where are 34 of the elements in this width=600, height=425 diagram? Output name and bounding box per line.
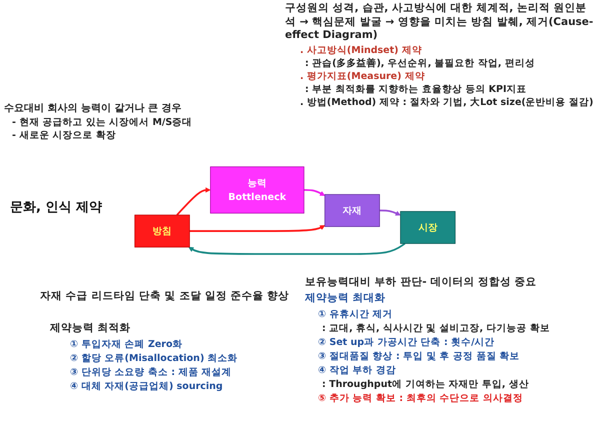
note-text: ① 유휴시간 제거: [318, 308, 394, 321]
node-box: 자재: [324, 194, 380, 227]
note-text: 제약능력 최대화: [305, 292, 387, 306]
arrow: [188, 242, 406, 254]
note-text: : Throughput에 기여하는 자재만 투입, 생산: [322, 378, 530, 391]
note-text: . 사고방식(Mindset) 제약: [300, 44, 423, 57]
note-text: ② 할당 오류(Misallocation) 최소화: [70, 352, 239, 365]
note-text: . 방법(Method) 제약 : 절차와 기법, 大Lot size(운반비용 절감): [300, 96, 594, 109]
note-text: - 현재 공급하고 있는 시장에서 M/S증대: [12, 116, 194, 129]
note-text: 제약능력 최적화: [50, 322, 132, 336]
note-text: 문화, 인식 제약: [10, 200, 103, 216]
note-text: 구성원의 성격, 습관, 사고방식에 대한 체계적, 논리적 원인분석 → 핵심문제 발굴 → 영향을 미치는 방침 발췌, 제거(Cause-effect Diagram): [285, 2, 594, 42]
note-text: ④ 작업 부하 경감: [318, 364, 397, 377]
note-text: 수요대비 회사의 능력이 같거나 큰 경우: [4, 102, 182, 115]
arrow: [380, 209, 401, 216]
note-text: : 부분 최적화를 지향하는 효율향상 등의 KPI지표: [305, 83, 528, 96]
node-box: 시장: [400, 210, 456, 244]
note-text: : 관습(多多益善), 우선순위, 불필요한 작업, 편리성: [305, 57, 536, 70]
note-text: ③ 절대품질 향상 : 투입 및 후 공정 품질 확보: [318, 350, 521, 363]
note-text: 보유능력대비 부하 판단- 데이터의 정합성 중요: [305, 276, 538, 290]
note-text: ① 투입자재 손폐 Zero화: [70, 338, 184, 351]
note-text: ⑤ 추가 능력 확보 : 최후의 수단으로 의사결정: [318, 392, 524, 405]
note-text: : 교대, 휴식, 식사시간 및 설비고장, 다기능공 확보: [322, 322, 551, 335]
node-box: 방침: [134, 214, 190, 248]
note-text: 자재 수급 리드타임 단축 및 조달 일정 준수율 향상: [40, 290, 290, 304]
note-text: ④ 대체 자재(공급업체) sourcing: [70, 380, 224, 393]
arrow: [176, 187, 211, 216]
note-text: . 평가지표(Measure) 제약: [300, 70, 426, 83]
arrow: [304, 188, 326, 196]
node-box: 능력 Bottleneck: [210, 166, 304, 214]
arrow: [190, 224, 326, 232]
note-text: ② Set up과 가공시간 단축 : 횟수/시간: [318, 336, 496, 349]
note-text: ③ 단위당 소요량 축소 : 제품 재설계: [70, 366, 233, 379]
note-text: - 새로운 시장으로 확장: [12, 129, 117, 142]
